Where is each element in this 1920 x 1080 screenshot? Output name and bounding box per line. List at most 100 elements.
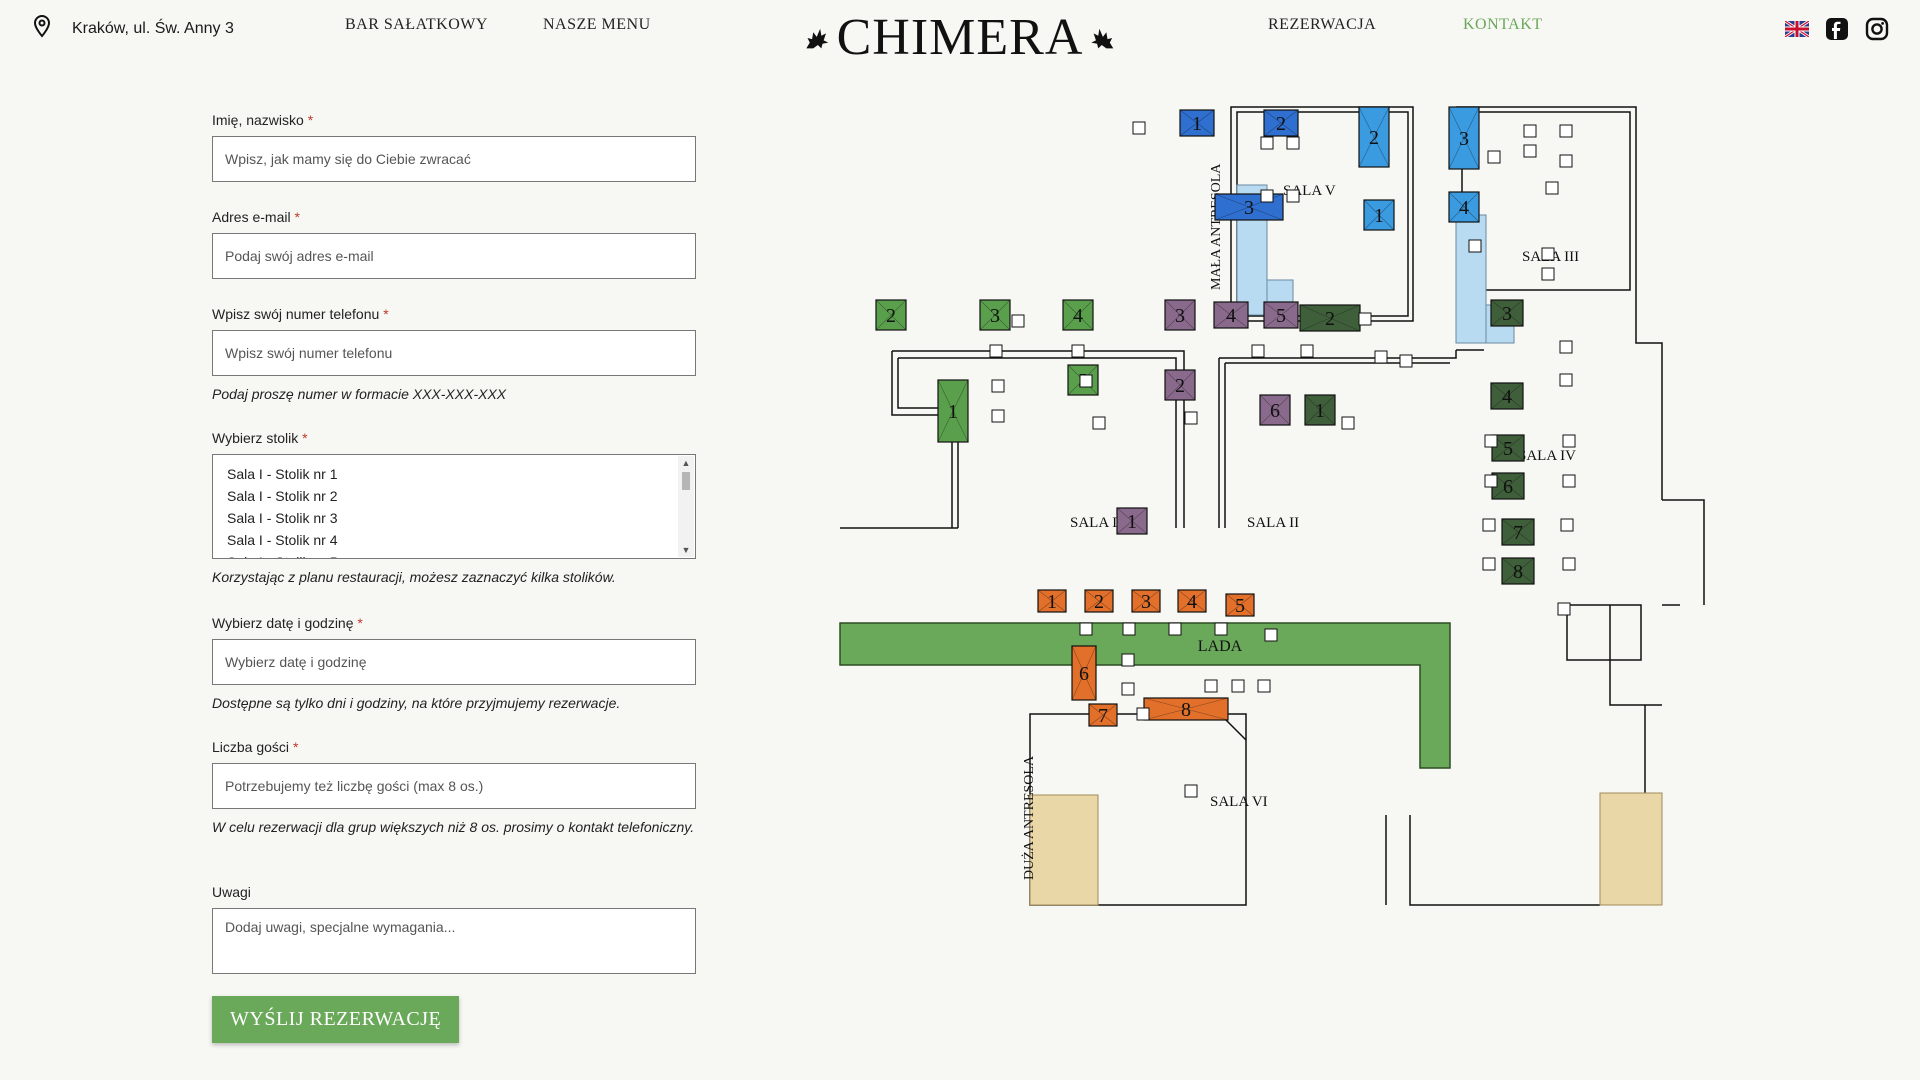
name-label: Imię, nazwisko * [212, 112, 314, 128]
submit-button[interactable]: WYŚLIJ REZERWACJĘ [212, 996, 460, 1043]
table-number: 8 [1513, 561, 1523, 583]
guests-hint: W celu rezerwacji dla grup większych niż… [212, 819, 695, 835]
chair [1341, 416, 1355, 430]
table-number: 4 [1502, 386, 1512, 408]
table-option[interactable]: Sala I - Stolik nr 1 [227, 466, 338, 482]
sala4-table-1[interactable]: 1 [1304, 394, 1336, 426]
chair [1264, 628, 1278, 642]
chair [1358, 312, 1372, 326]
uk-flag-icon[interactable] [1784, 16, 1810, 42]
table-hatch [1084, 589, 1114, 613]
sala4-table-5[interactable]: 5 [1491, 434, 1525, 462]
table-hatch [1358, 106, 1390, 168]
chair [1541, 267, 1555, 281]
phone-label: Wpisz swój numer telefonu * [212, 306, 389, 322]
notes-label: Uwagi [212, 884, 251, 900]
nav-nasze-menu[interactable]: NASZE MENU [543, 16, 651, 33]
name-field[interactable]: Wpisz, jak mamy się do Ciebie zwracać [212, 136, 696, 182]
chair [1251, 344, 1265, 358]
table-shape [1304, 394, 1336, 426]
table-shape [1131, 589, 1161, 613]
table-select[interactable]: Sala I - Stolik nr 1 Sala I - Stolik nr … [212, 454, 696, 559]
sala6-table-4[interactable]: 4 [1177, 589, 1207, 613]
logo[interactable]: CHIMERA [804, 10, 1116, 66]
sala6-table-2[interactable]: 2 [1084, 589, 1114, 613]
sala5-table-2[interactable]: 2 [1263, 109, 1299, 137]
email-field[interactable]: Podaj swój adres e-mail [212, 233, 696, 279]
sala2-table-1[interactable]: 1 [1116, 507, 1148, 535]
sala1-table-1[interactable]: 1 [937, 379, 969, 443]
table-hatch [1448, 191, 1480, 223]
table-hatch [1071, 645, 1097, 701]
mezzanine-label-large: DUŻA ANTRESOLA [1021, 755, 1037, 880]
table-shape [1177, 589, 1207, 613]
scroll-up-icon[interactable]: ▲ [681, 458, 691, 468]
table-hatch [1131, 589, 1161, 613]
chair [1482, 557, 1496, 571]
chair [1468, 239, 1482, 253]
chair [989, 344, 1003, 358]
sala1-table-4[interactable]: 4 [1062, 299, 1094, 331]
notes-field[interactable]: Dodaj uwagi, specjalne wymagania... [212, 908, 696, 974]
chair [1286, 189, 1300, 203]
sala2-table-4[interactable]: 4 [1213, 301, 1249, 329]
sala1-table-3[interactable]: 3 [979, 299, 1011, 331]
sala4-table-4[interactable]: 4 [1490, 382, 1524, 410]
scroll-thumb[interactable] [682, 472, 690, 490]
sala6-table-6[interactable]: 6 [1071, 645, 1097, 701]
chair [1562, 474, 1576, 488]
chair [1487, 150, 1501, 164]
facebook-icon[interactable] [1824, 16, 1850, 42]
table-hatch [937, 379, 969, 443]
chair [1184, 784, 1198, 798]
table-option[interactable]: Sala I - Stolik nr 4 [227, 532, 338, 548]
chair [1562, 557, 1576, 571]
sala3-table-1[interactable]: 1 [1363, 199, 1395, 231]
chair [1136, 707, 1150, 721]
table-number: 3 [1141, 591, 1151, 613]
sala1-table-2[interactable]: 2 [875, 299, 907, 331]
table-hatch [1259, 394, 1291, 426]
chair [1132, 121, 1146, 135]
table-hatch [1037, 589, 1067, 613]
table-number: 2 [1369, 127, 1379, 149]
sala6-table-7[interactable]: 7 [1088, 703, 1118, 727]
sala6-table-1[interactable]: 1 [1037, 589, 1067, 613]
floor-plan: LADA SALA I SALA II SALA III SALA IV SAL… [839, 105, 1720, 906]
table-option[interactable]: Sala I - Stolik nr 3 [227, 510, 338, 526]
sala2-table-2[interactable]: 2 [1164, 369, 1196, 401]
instagram-icon[interactable] [1864, 16, 1890, 42]
sala2-table-6[interactable]: 6 [1259, 394, 1291, 426]
sala6-table-3[interactable]: 3 [1131, 589, 1161, 613]
submit-wrap: WYŚLIJ REZERWACJĘ [212, 996, 460, 1043]
nav-kontakt[interactable]: KONTAKT [1463, 16, 1543, 33]
table-hint: Korzystając z planu restauracji, możesz … [212, 569, 616, 585]
table-shape [1088, 703, 1118, 727]
sala2-table-5[interactable]: 5 [1263, 301, 1299, 329]
select-scrollbar[interactable]: ▲ ▼ [678, 456, 694, 557]
scroll-down-icon[interactable]: ▼ [681, 545, 691, 555]
sala5-table-1[interactable]: 1 [1179, 109, 1215, 137]
nav-rezerwacja[interactable]: REZERWACJA [1268, 16, 1377, 33]
table-shape [1062, 299, 1094, 331]
sala4-table-2[interactable]: 2 [1299, 304, 1361, 332]
sala3-table-2[interactable]: 2 [1358, 106, 1390, 168]
nav-bar-salatkowy[interactable]: BAR SAŁATKOWY [345, 16, 488, 33]
griffin-right-icon [1091, 28, 1114, 49]
sala3-table-3[interactable]: 3 [1448, 106, 1480, 170]
sala4-table-3[interactable]: 3 [1490, 299, 1524, 327]
phone-field[interactable]: Wpisz swój numer telefonu [212, 330, 696, 376]
griffin-left-icon [806, 28, 829, 49]
sala4-table-8[interactable]: 8 [1501, 557, 1535, 585]
guests-field[interactable]: Potrzebujemy też liczbę gości (max 8 os.… [212, 763, 696, 809]
table-option[interactable]: Sala I - Stolik nr 5 [227, 551, 681, 558]
sala2-table-3[interactable]: 3 [1164, 299, 1196, 331]
sala6-table-5[interactable]: 5 [1225, 593, 1255, 617]
sala4-table-7[interactable]: 7 [1501, 518, 1535, 546]
table-label: Wybierz stolik * [212, 430, 308, 446]
sala3-table-4[interactable]: 4 [1448, 191, 1480, 223]
table-option[interactable]: Sala I - Stolik nr 2 [227, 488, 338, 504]
datetime-field[interactable]: Wybierz datę i godzinę [212, 639, 696, 685]
sala6-table-8[interactable]: 8 [1143, 697, 1229, 721]
chair [991, 409, 1005, 423]
